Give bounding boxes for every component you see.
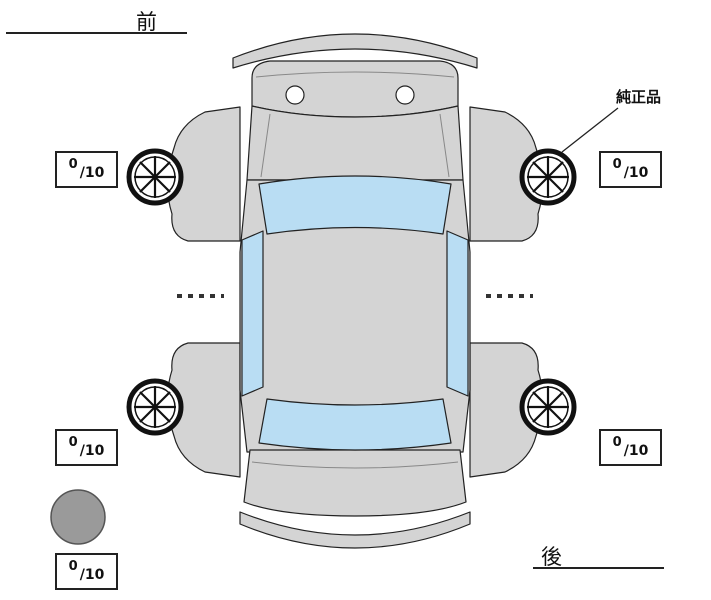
trunk — [243, 449, 467, 517]
tread-value: 0 — [68, 157, 78, 172]
tread-value: 0 — [612, 435, 622, 450]
tread-max: /10 — [79, 442, 105, 459]
front-bumper — [251, 60, 459, 118]
side-window-right — [446, 230, 469, 397]
wheel-rear-left — [129, 381, 181, 433]
tread-value: 0 — [68, 559, 78, 574]
tread-box-front-right: 0 /10 — [599, 151, 662, 188]
windshield — [258, 175, 452, 235]
wheel-front-left — [129, 151, 181, 203]
trunk-seam-line — [251, 461, 459, 469]
wheel-front-right — [522, 151, 574, 203]
front-label: 前 — [136, 10, 157, 34]
front-spoiler — [232, 33, 478, 69]
tread-max: /10 — [79, 566, 105, 583]
tread-box-spare: 0 /10 — [55, 553, 118, 590]
tread-max: /10 — [79, 164, 105, 181]
wheel-rear-right — [522, 381, 574, 433]
front-underline — [6, 32, 187, 34]
tread-box-rear-right: 0 /10 — [599, 429, 662, 466]
bumper-circle-right — [395, 85, 415, 105]
rear-bumper — [239, 511, 471, 549]
tread-value: 0 — [68, 435, 78, 450]
hood-crease-right — [439, 113, 450, 178]
tread-box-front-left: 0 /10 — [55, 151, 118, 188]
tread-max: /10 — [623, 442, 649, 459]
bumper-circle-left — [285, 85, 305, 105]
hood-crease-left — [260, 113, 271, 178]
bumper-seam-line — [255, 71, 455, 78]
genuine-part-label: 純正品 — [616, 88, 662, 106]
tread-max: /10 — [623, 164, 649, 181]
cabin-body — [239, 179, 471, 453]
tread-value: 0 — [612, 157, 622, 172]
genuine-part-pointer-line — [561, 107, 619, 153]
rear-window — [258, 398, 452, 451]
hood — [246, 105, 464, 181]
tread-box-rear-left: 0 /10 — [55, 429, 118, 466]
rear-label: 後 — [541, 545, 562, 569]
side-window-left — [241, 230, 264, 397]
spare-tire — [50, 489, 106, 545]
rear-underline — [533, 567, 664, 569]
